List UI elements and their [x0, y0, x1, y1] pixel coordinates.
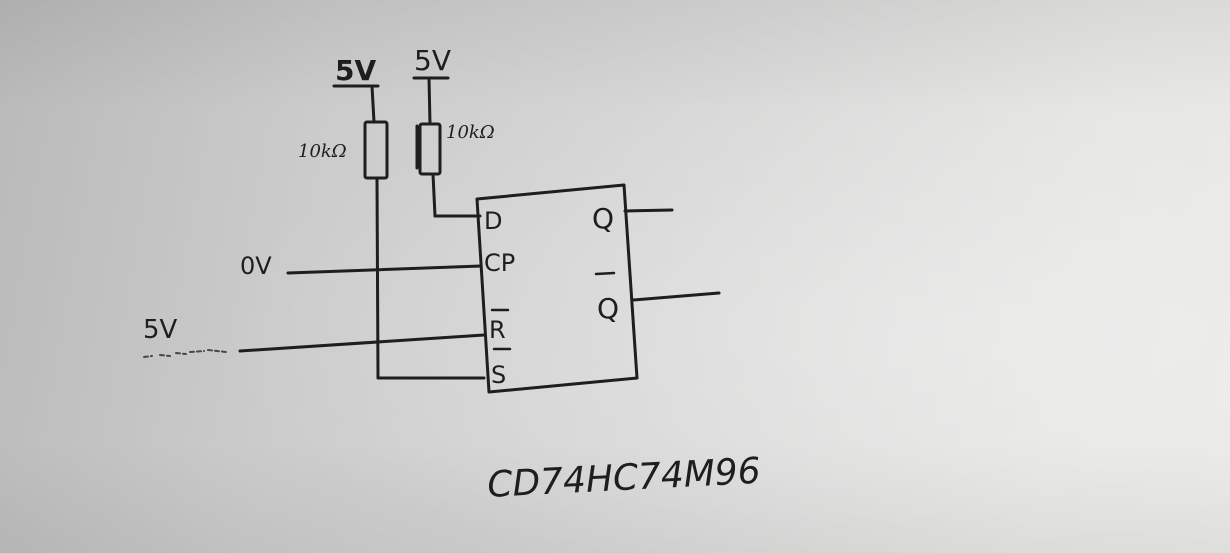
supply-left-label: 5V — [335, 54, 376, 87]
wire-right-to-d — [431, 172, 482, 218]
pin-qbar-label: Q — [597, 292, 619, 325]
flip-flop-box — [475, 183, 639, 394]
wire-left-to-s — [375, 176, 486, 380]
pin-s-label: S — [491, 361, 506, 389]
pin-d-label: D — [484, 207, 502, 235]
pin-cp-label: CP — [484, 249, 515, 277]
input-r-label: 5V — [143, 315, 178, 345]
resistor-left-label: 10kΩ — [298, 141, 347, 162]
resistor-right-body — [418, 122, 442, 176]
wire-r-input — [238, 333, 486, 353]
pin-qbar-overbar — [594, 271, 616, 276]
resistor-right-label: 10kΩ — [446, 122, 495, 143]
supply-right-lead — [427, 76, 432, 126]
input-cp-label: 0V — [240, 252, 272, 280]
wire-cp-input — [286, 264, 483, 275]
input-r-smudge — [143, 349, 227, 358]
chip-part-label: CD74HC74M96 — [486, 451, 761, 506]
pin-q-label: Q — [592, 202, 614, 235]
pin-r-label: R — [489, 316, 506, 344]
wire-q-output — [623, 208, 674, 213]
wire-qbar-output — [631, 291, 721, 302]
resistor-left-body — [363, 120, 389, 180]
supply-left-lead — [370, 84, 376, 124]
supply-right-label: 5V — [414, 44, 451, 77]
